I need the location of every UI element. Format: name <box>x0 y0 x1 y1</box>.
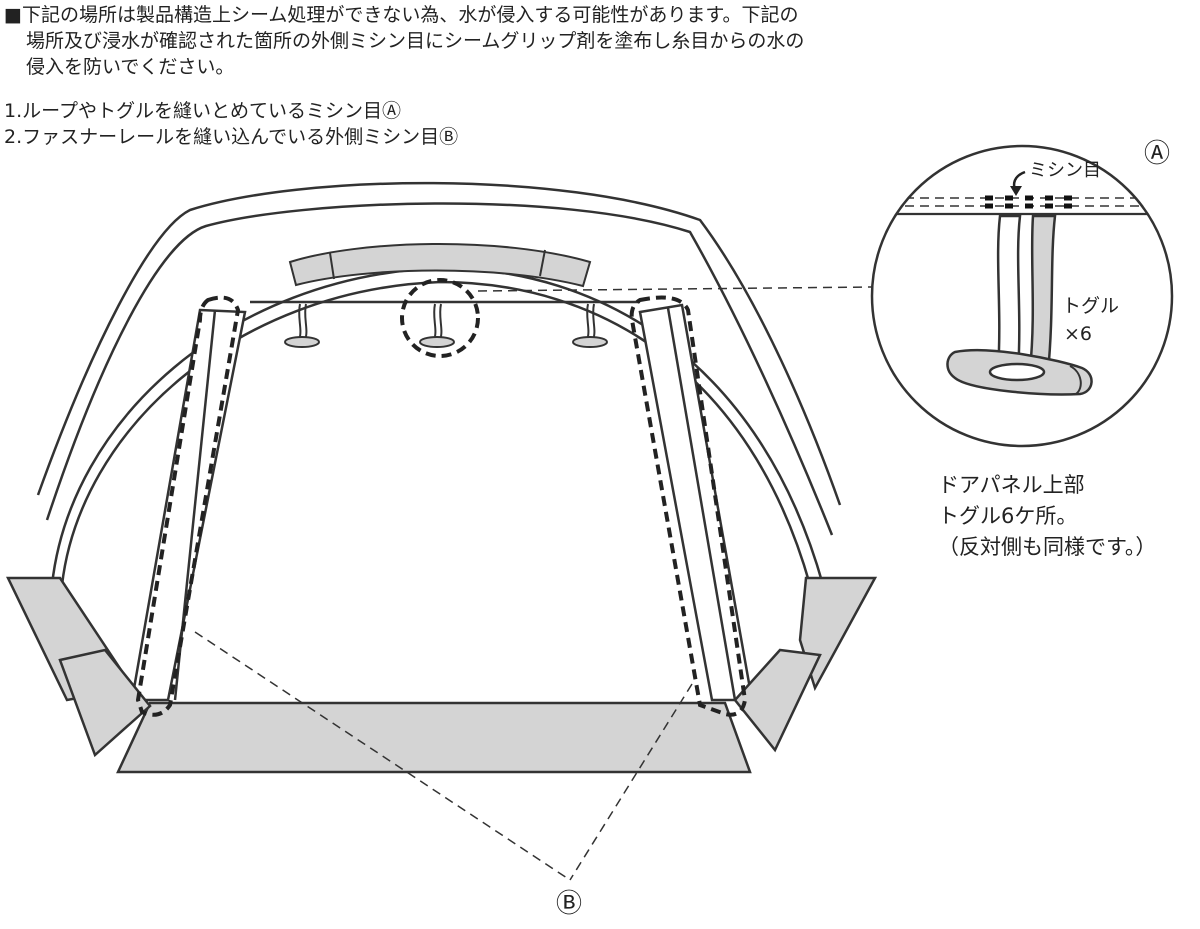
pole-sleeve <box>288 243 592 288</box>
highlight-zipper-left <box>135 295 241 717</box>
marker-a: Ⓐ <box>1144 139 1170 169</box>
detail-circle-a <box>870 144 1174 448</box>
tent-outer-arch <box>36 181 842 536</box>
intro-line-1: ■下記の場所は製品構造上シーム処理ができない為、水が侵入する可能性があります。下… <box>4 4 799 26</box>
toggle-left <box>284 303 320 348</box>
stitch-label: ミシン目 <box>1029 160 1101 181</box>
toggle-center <box>419 303 455 348</box>
marker-b: Ⓑ <box>556 889 582 919</box>
door-bottom-flap <box>116 701 752 774</box>
list-item-b: 2.ファスナーレールを縫い込んでいる外側ミシン目Ⓑ <box>4 126 459 148</box>
caption-line-2: トグル6ケ所。 <box>938 504 1078 528</box>
instruction-list: 1.ループやトグルを縫いとめているミシン目Ⓐ 2.ファスナーレールを縫い込んでい… <box>4 98 458 150</box>
leader-lines-b <box>194 631 693 881</box>
caption-line-1: ドアパネル上部 <box>938 473 1085 497</box>
toggle-label: トグル <box>1062 295 1119 317</box>
leader-line-a <box>477 286 873 292</box>
highlight-circle-a <box>400 278 480 358</box>
toggle-right <box>572 303 608 348</box>
detail-caption: ドアパネル上部 トグル6ケ所。 （反対側も同様です。） <box>938 470 1156 563</box>
intro-line-2: 場所及び浸水が確認された箇所の外側ミシン目にシームグリップ剤を塗布し糸目からの水… <box>26 30 805 52</box>
intro-text: ■下記の場所は製品構造上シーム処理ができない為、水が侵入する可能性があります。下… <box>4 2 904 80</box>
toggle-count: ×6 <box>1064 323 1092 345</box>
highlight-zipper-right <box>629 295 748 717</box>
intro-line-3: 侵入を防いでください。 <box>26 56 235 78</box>
caption-line-3: （反対側も同様です。） <box>938 535 1157 559</box>
right-corner-pads <box>733 576 878 753</box>
left-corner-pads <box>6 576 152 758</box>
left-zipper-rail <box>130 308 247 702</box>
list-item-a: 1.ループやトグルを縫いとめているミシン目Ⓐ <box>4 100 401 122</box>
